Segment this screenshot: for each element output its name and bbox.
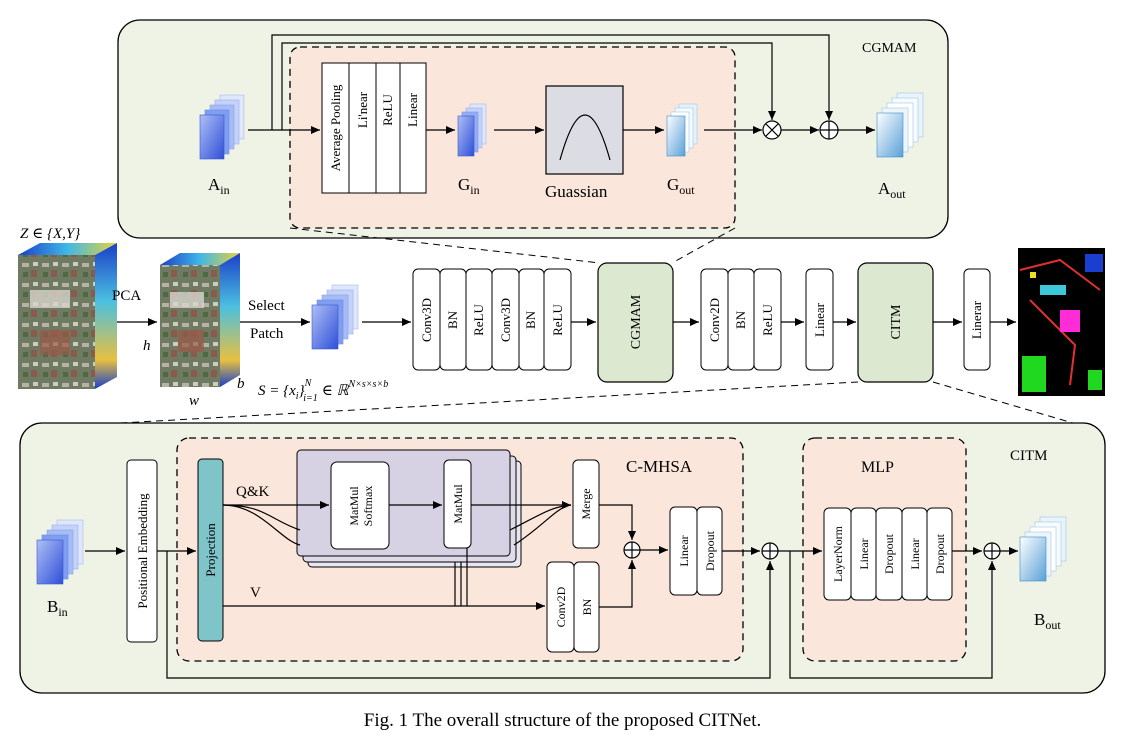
gaussian-box [545,85,624,175]
g-out-cube-icon [666,103,698,157]
main-pipeline: Z ∈ {X,Y} PCA h w b Select Patch S = {xi… [18,226,1105,409]
projection-label: Projection [203,523,218,577]
citm-module-label: CITM [889,304,904,340]
patch-label: Patch [250,326,284,342]
block1-bn-2: BN [523,310,538,329]
b-label: b [237,376,245,392]
figure-caption: Fig. 1 The overall structure of the prop… [363,710,762,731]
b-out-cube-icon [1019,516,1067,582]
hsi-cube-icon [18,243,117,389]
mlp-layernorm: LayerNorm [831,525,845,582]
linear-label-1: Li'near [355,91,370,128]
b-in-cube-icon [36,519,84,585]
qk-label: Q&K [236,484,270,500]
conv2d-block: Conv2D BN ReLU [700,268,782,371]
block2-relu: ReLU [760,304,775,336]
linear-label-mhsa: Linear [677,535,691,566]
b-out-label: Bout [1034,610,1061,632]
add-op-icon-cgmam [819,120,839,140]
block1-relu-2: ReLU [550,304,565,336]
mlp-linear-1: Linear [857,538,871,569]
block1-bn-1: BN [445,310,460,329]
relu-label: ReLU [380,94,395,126]
citm-arrows [85,501,1018,679]
a-out-cube-icon [876,92,924,158]
avg-pooling-label: Average Pooling [328,84,343,171]
merge-box [572,459,600,549]
add-op-icon-residual-2 [983,542,1001,560]
matmul-box [443,459,472,549]
matmul-label: MatMul [451,484,465,524]
a-out-label: Aout [878,179,906,201]
diagram-canvas: CGMAM Ain Average Pooling Li'near ReLU L… [18,19,1106,694]
linear-box [805,268,834,371]
select-label: Select [248,298,285,314]
z-set-label: Z ∈ {X,Y} [20,226,80,242]
citm-panel: CITM Bin Positional Embedding C-MHSA Pro… [19,422,1106,694]
linear-label-2: Linear [405,92,420,127]
citm-panel-title: CITM [1010,448,1048,464]
cgmam-panel: CGMAM Ain Average Pooling Li'near ReLU L… [117,19,949,239]
positional-embedding-label: Positional Embedding [135,493,150,609]
multiply-op-icon [762,120,782,140]
matmul-softmax-label-1: MatMul [347,486,361,526]
mlp-dropout-1: Dropout [882,533,896,574]
conv2d-label: Conv2D [554,586,568,627]
bn-label: BN [580,598,594,615]
h-label: h [143,338,151,354]
gaussian-label: Guassian [545,182,608,201]
add-op-icon-mhsa [623,541,641,559]
a-in-label: Ain [208,175,230,197]
cgmam-arrows [248,34,875,134]
gaussian-curve-icon [559,114,611,161]
block2-conv2d: Conv2D [707,298,722,342]
g-in-label: Gin [458,175,480,197]
g-out-label: Gout [667,175,695,197]
merge-label: Merge [579,488,593,519]
citm-zoom-lines [29,381,1091,429]
conv3d-block: Conv3D BN ReLU Conv3D BN ReLU [412,268,572,371]
mlp-layer-stack: LayerNorm Linear Dropout Linear Dropout [823,507,953,601]
cgmam-layer-stack: Average Pooling Li'near ReLU Linear [321,62,427,194]
pca-label: PCA [112,288,141,304]
block1-conv3d-1: Conv3D [419,298,434,342]
reduced-cube-icon [160,253,240,387]
linerar-box [963,268,991,371]
linerar-box-label: Linerar [969,300,984,339]
linear-box-label: Linear [812,302,827,337]
b-in-label: Bin [47,597,68,619]
block1-relu-1: ReLU [471,304,486,336]
mlp-dropout-2: Dropout [933,533,947,574]
mlp-linear-2: Linear [908,538,922,569]
block2-bn: BN [733,310,748,329]
patch-cube-icon [311,284,359,350]
c-mhsa-title: C-MHSA [626,457,693,476]
v-label: V [250,585,261,601]
add-op-icon-residual-1 [761,542,779,560]
a-in-cube-icon [199,94,245,160]
dropout-label-mhsa: Dropout [703,530,717,571]
block1-conv3d-2: Conv3D [498,298,513,342]
matmul-softmax-label-2: Softmax [361,486,375,527]
cgmam-zoom-lines [289,227,736,264]
projection-box [197,458,224,642]
g-in-cube-icon [457,103,487,157]
cgmam-module-label: CGMAM [629,294,644,349]
classification-map-icon [1018,248,1105,396]
w-label: w [189,393,199,409]
mlp-title: MLP [861,459,894,476]
cgmam-panel-title: CGMAM [862,41,917,56]
